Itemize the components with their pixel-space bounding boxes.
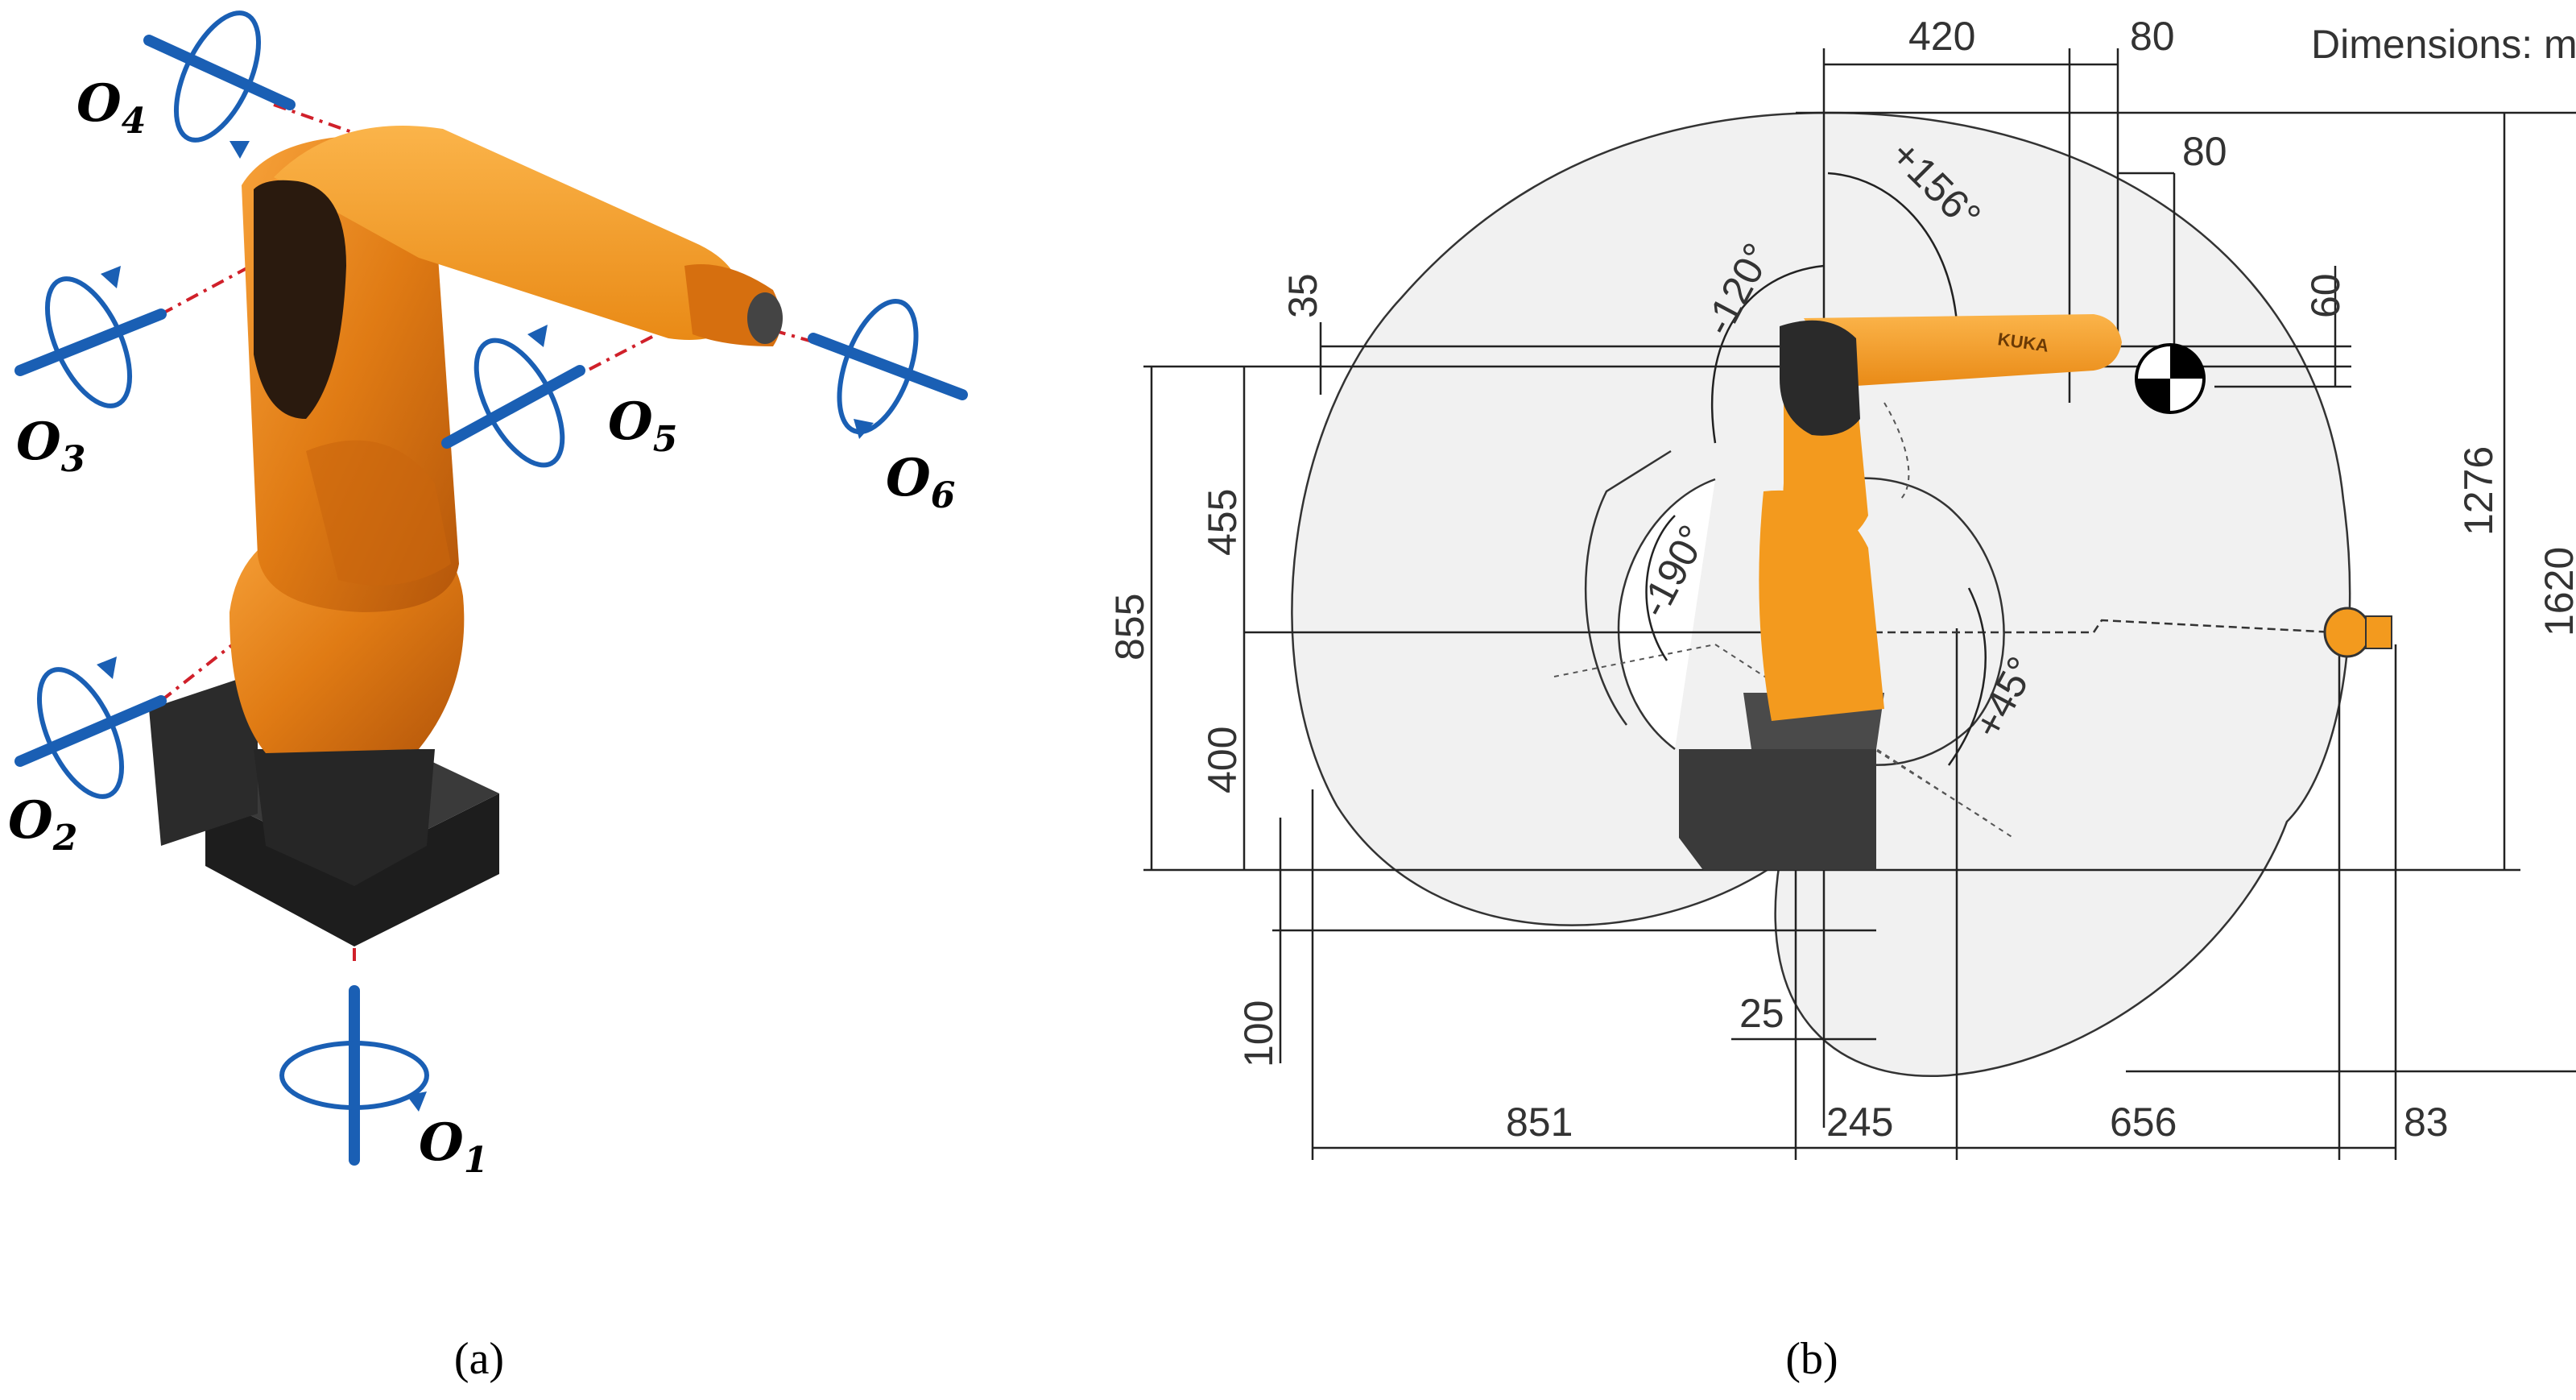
axis-label-o2: O2 <box>8 790 77 859</box>
units-note: Dimensions: mm <box>2311 22 2576 67</box>
dim-656: 656 <box>2110 1100 2177 1145</box>
angle-arcs <box>1645 172 1987 766</box>
axis-o2 <box>14 657 167 799</box>
robot-side-view: KUKA <box>1679 314 2392 870</box>
axis-o4 <box>143 10 296 159</box>
caption-a: (a) <box>454 1334 504 1384</box>
dim-1620: 1620 <box>2537 547 2576 636</box>
axis-label-o1: O1 <box>419 1112 488 1181</box>
axis-label-o4: O4 <box>76 73 146 142</box>
axis-o3 <box>14 266 167 408</box>
dim-60: 60 <box>2303 273 2348 318</box>
axis-o5 <box>441 325 585 468</box>
axis-label-o3: O3 <box>16 412 85 480</box>
panel-b: KUKA Dimensions: mm 420 80 80 35 60 455 … <box>1107 14 2576 1384</box>
inner-arc-left <box>1617 478 1716 750</box>
panel-a: O1 O2 O3 O4 O5 O6 (a) <box>8 10 968 1384</box>
axis-o6 <box>808 298 968 439</box>
dim-245: 245 <box>1826 1100 1893 1145</box>
dim-1276: 1276 <box>2456 446 2501 536</box>
dim-400: 400 <box>1200 727 1245 793</box>
caption-b: (b) <box>1785 1334 1838 1384</box>
wrist-side-marker <box>2323 607 2371 658</box>
dim-420: 420 <box>1908 14 1975 59</box>
dim-855: 855 <box>1107 594 1152 661</box>
robot-illustration <box>149 126 783 946</box>
dim-25: 25 <box>1739 991 1784 1036</box>
dim-851: 851 <box>1506 1100 1573 1145</box>
dim-100: 100 <box>1236 1000 1281 1067</box>
dim-83: 83 <box>2404 1100 2449 1145</box>
axis-label-o5: O5 <box>608 391 677 460</box>
axis-label-o6: O6 <box>886 448 955 516</box>
dim-455: 455 <box>1200 489 1245 556</box>
dim-35: 35 <box>1280 273 1325 318</box>
inner-limit-arc <box>1584 449 1672 726</box>
axis-o1 <box>279 985 429 1166</box>
dim-80-right: 80 <box>2182 129 2227 174</box>
dim-80-top: 80 <box>2130 14 2175 59</box>
